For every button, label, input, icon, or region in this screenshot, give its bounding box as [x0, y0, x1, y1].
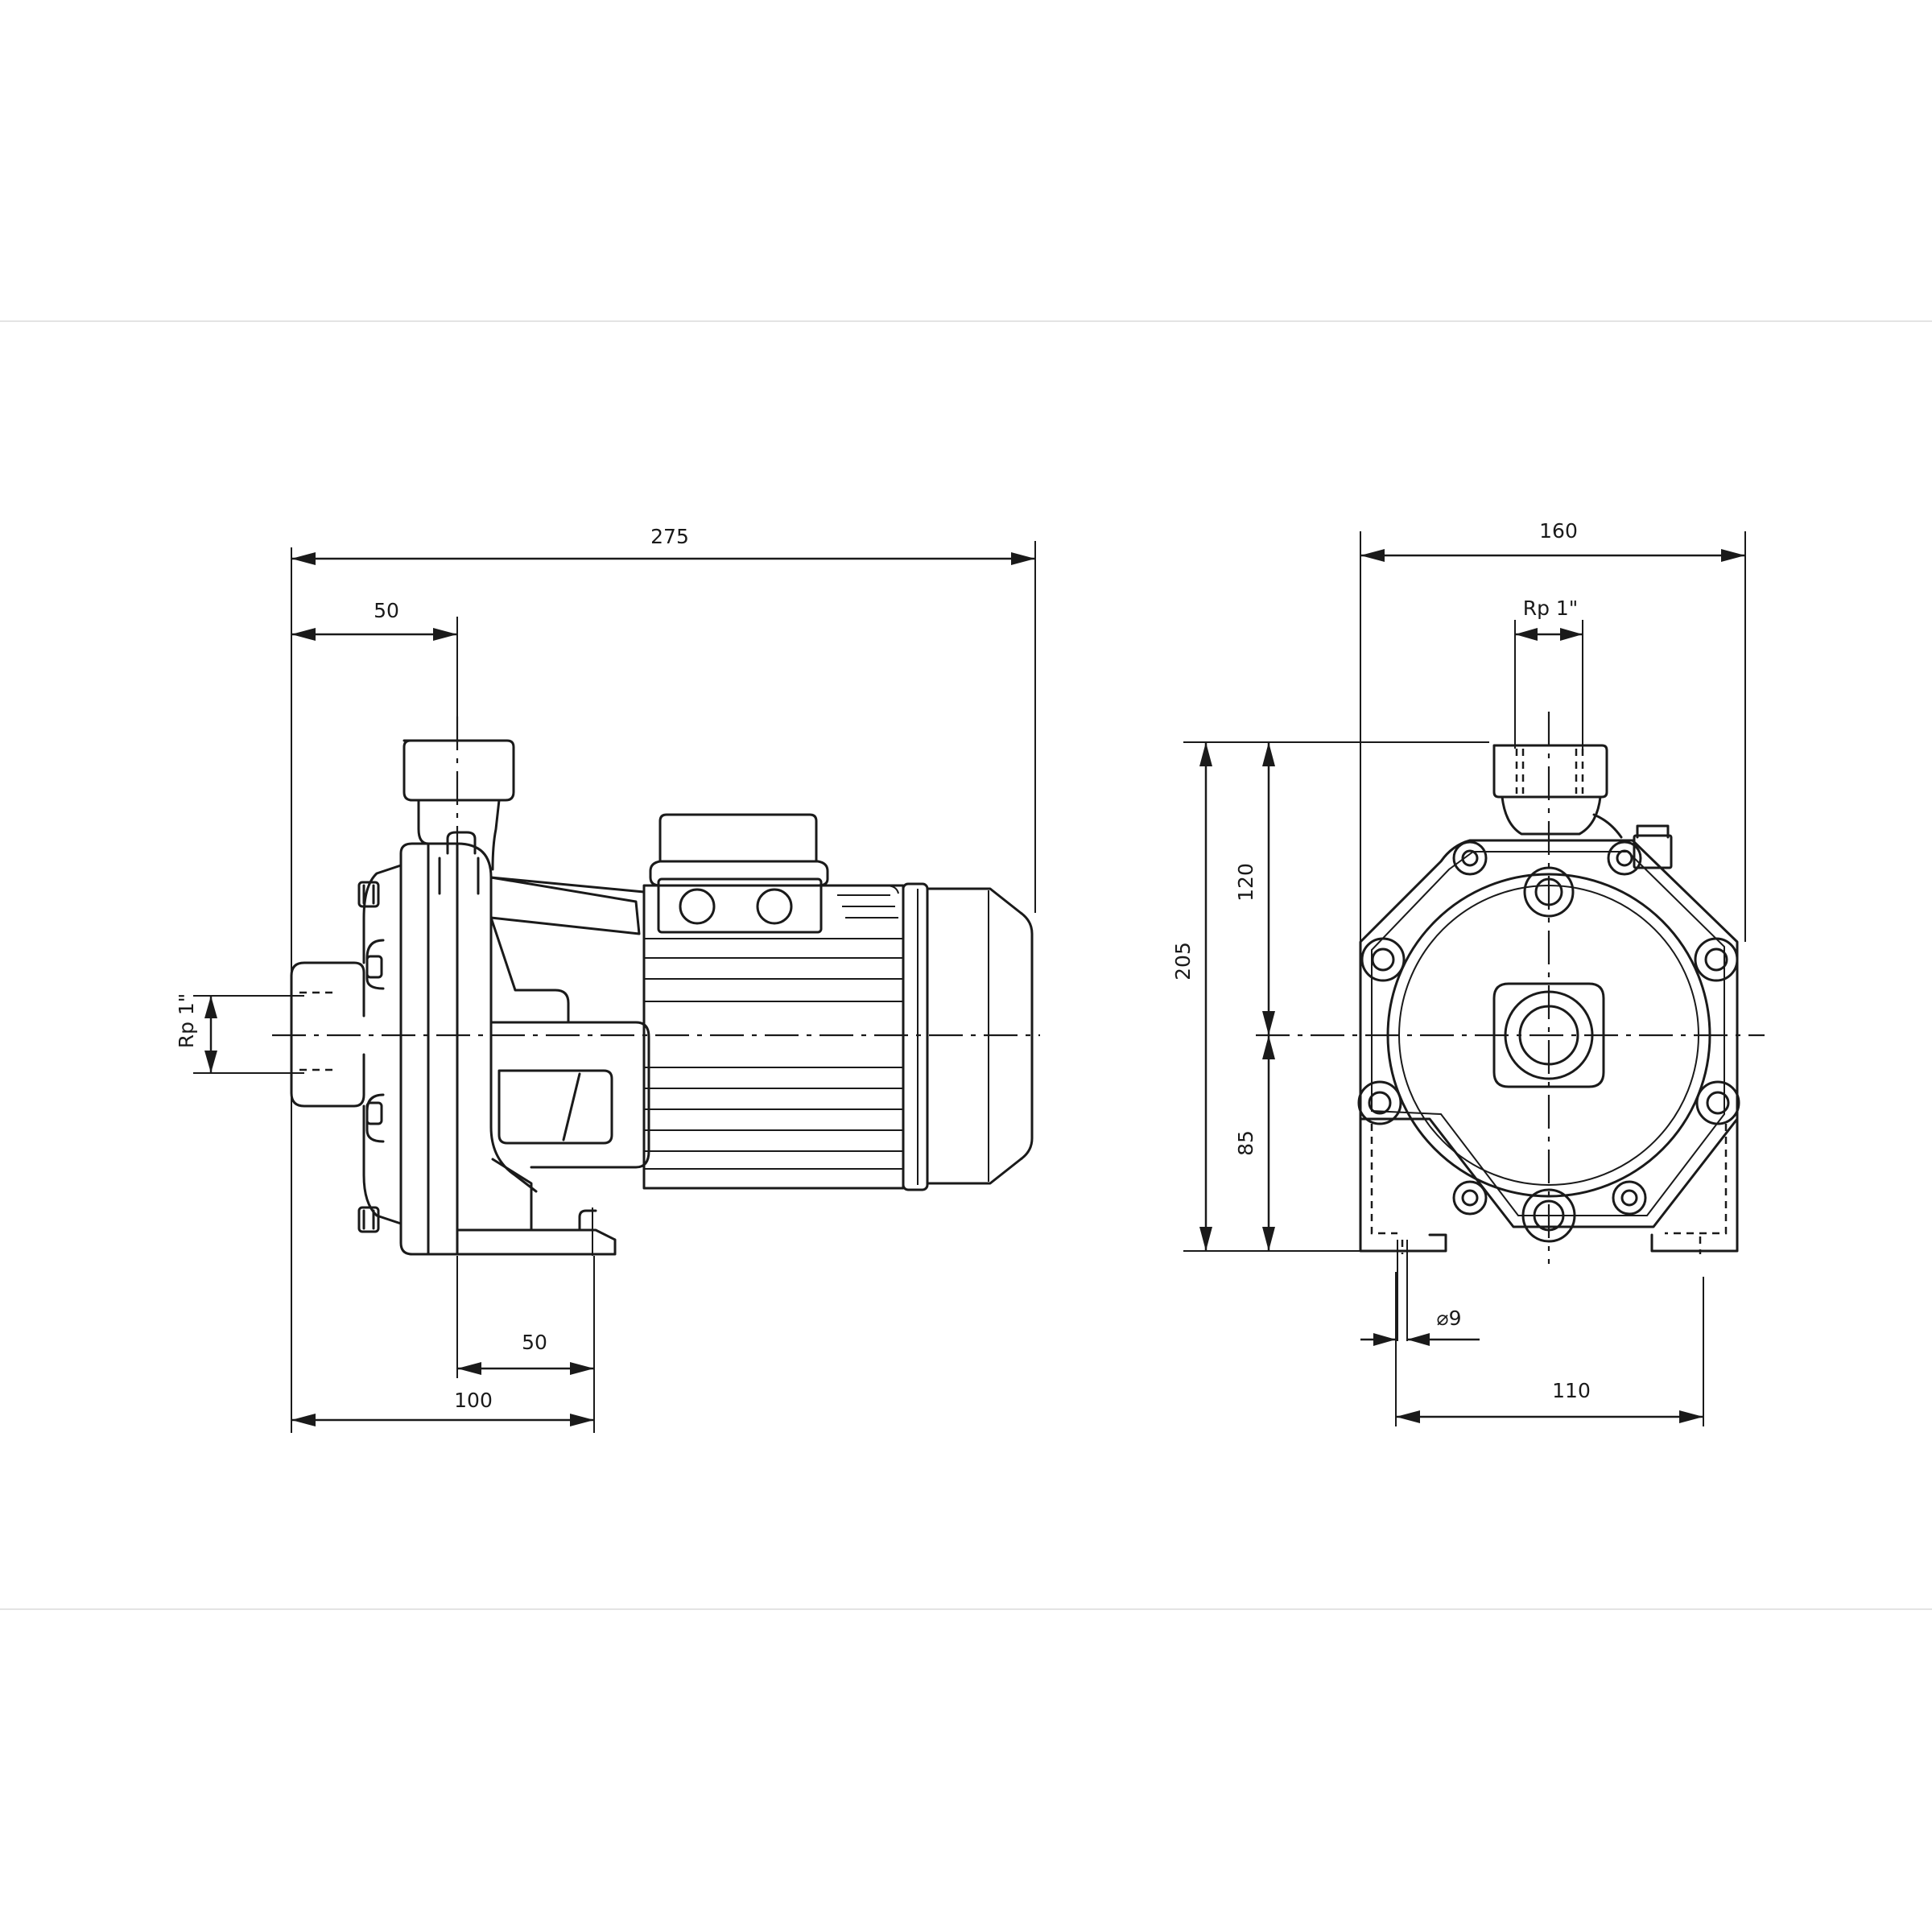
- pump-foot: [456, 1158, 617, 1256]
- dim-foot-hole-spacing: 50: [457, 1331, 594, 1375]
- end-bolt-hole-upper-left: [1452, 840, 1488, 876]
- motor-body: [642, 884, 905, 1190]
- cover-bolt-top: [357, 881, 380, 908]
- dim-axis-to-outlet: 120: [1234, 742, 1275, 1035]
- end-bolt-hole-top: [1523, 866, 1575, 918]
- end-inlet-boss: [1492, 982, 1605, 1088]
- end-bolt-hole-upper-right: [1607, 840, 1642, 876]
- cover-bolt-mid-top: [365, 955, 383, 979]
- end-bolt-hole-right-top: [1694, 937, 1739, 982]
- top-divider: [0, 320, 1932, 322]
- fan-cover: [902, 882, 1034, 1191]
- end-bolt-hole-bottom: [1521, 1188, 1576, 1243]
- dim-label-d9: ⌀9: [1437, 1307, 1462, 1330]
- dim-label-120: 120: [1234, 863, 1257, 902]
- bottom-divider: [0, 1608, 1932, 1610]
- end-outlet-socket: [1492, 744, 1623, 839]
- dim-inlet-to-outlet: 50: [291, 599, 457, 641]
- end-bolt-hole-lower-right: [1612, 1180, 1647, 1216]
- dim-hole-diameter: ⌀9: [1360, 1307, 1480, 1346]
- dim-label-110: 110: [1552, 1379, 1591, 1402]
- end-bolt-hole-lower-left: [1452, 1180, 1488, 1216]
- side-view: 275 50 Rp 1" 50: [175, 525, 1040, 1433]
- dim-label-160: 160: [1539, 519, 1578, 543]
- end-bolt-hole-left-top: [1360, 937, 1406, 982]
- dim-outlet-thread: Rp 1": [1515, 597, 1583, 641]
- motor-bracket: [489, 876, 650, 1169]
- end-foot-left: [1359, 1117, 1447, 1341]
- end-view: 160 Rp 1" 205 120: [1171, 519, 1765, 1426]
- dim-inlet-thread: Rp 1": [175, 993, 217, 1073]
- dim-label-100: 100: [454, 1389, 493, 1412]
- end-bolt-hole-left-bottom: [1357, 1080, 1402, 1125]
- dim-label-85: 85: [1234, 1130, 1257, 1156]
- cover-bolt-bottom: [357, 1206, 380, 1233]
- dim-axis-height: 85: [1234, 1035, 1275, 1251]
- dim-overall-length: 275: [291, 525, 1035, 565]
- dim-label-rp-end: Rp 1": [1523, 597, 1579, 620]
- dim-inlet-to-foot: 100: [291, 1389, 594, 1426]
- dim-foot-spacing: 110: [1396, 1379, 1703, 1423]
- dim-label-275: 275: [650, 525, 689, 548]
- cover-bolt-mid-bottom: [365, 1101, 383, 1125]
- dim-label-50-top: 50: [374, 599, 399, 622]
- pump-casing: [427, 842, 538, 1256]
- dim-overall-width: 160: [1360, 519, 1745, 562]
- dim-overall-height: 205: [1171, 742, 1212, 1251]
- dim-label-50-bottom: 50: [522, 1331, 547, 1354]
- dim-label-205: 205: [1171, 942, 1195, 980]
- end-priming-plug: [1633, 824, 1673, 869]
- terminal-box: [649, 813, 829, 934]
- end-foot-right: [1650, 1117, 1739, 1254]
- end-bolt-hole-right-bottom: [1695, 1080, 1740, 1125]
- outlet-nozzle: [402, 739, 515, 895]
- dim-label-rp-side: Rp 1": [175, 993, 198, 1049]
